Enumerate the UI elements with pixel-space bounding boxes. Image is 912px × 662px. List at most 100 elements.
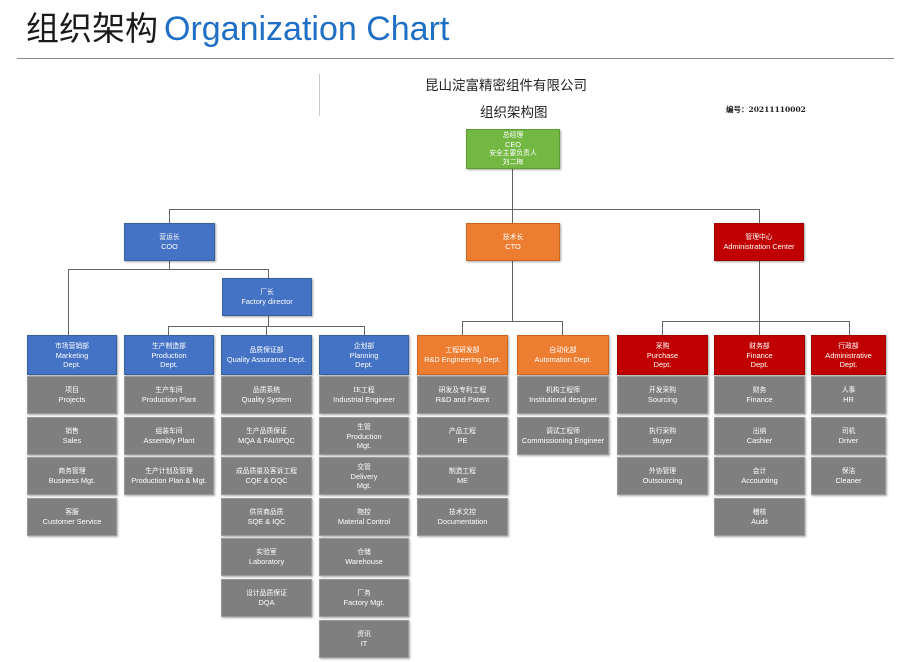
factory-director-box: 厂长 Factory director (222, 278, 312, 316)
sub-unit-name-cn: 会计 (752, 467, 767, 475)
sub-unit-name-cn: 生产车间 (155, 386, 183, 394)
connector-line (759, 209, 760, 223)
connector-line (759, 321, 760, 335)
sub-unit-name-en: Quality System (241, 395, 292, 404)
department-name-cn: 采购 (655, 341, 670, 350)
ceo-role: 安全主要负责人 (489, 149, 537, 157)
connector-line (364, 326, 365, 335)
sub-unit-name-cn: 供货商品质 (249, 508, 284, 516)
sub-unit-name-en: Customer Service (42, 517, 102, 526)
connector-line (662, 321, 663, 335)
sub-unit-name-en: Projects (58, 395, 86, 404)
sub-unit-name-en: HR (843, 395, 854, 404)
sub-unit-name-cn: 制造工程 (448, 467, 477, 475)
sub-unit-name-en: Warehouse (345, 557, 383, 566)
sub-unit-name-en: MQA & FAI/IPQC (238, 436, 295, 445)
sub-unit-name-en: Factory Mgt. (343, 598, 385, 607)
sub-unit-name-en: Audit (751, 517, 768, 526)
sub-unit-name-en-line2: Mgt. (356, 480, 372, 490)
department-name-en: Finance (746, 350, 773, 360)
department-name-en: Automation Dept. (534, 355, 592, 364)
sub-unit-name-en: Material Control (337, 517, 391, 526)
sub-unit-name-en: Production (346, 431, 382, 441)
sub-unit-name-en: Documentation (437, 517, 488, 526)
connector-line (512, 261, 513, 321)
department-name-en: Production (151, 350, 187, 360)
department-name-cn: 财务部 (749, 341, 770, 350)
connector-line (169, 209, 760, 210)
sub-unit-name-en: ME (456, 476, 469, 485)
sub-unit-name-cn: 仓储 (357, 548, 371, 556)
sub-unit-name-cn: 组装车间 (155, 427, 183, 435)
sub-unit-name-cn: 厂务 (357, 589, 371, 597)
sub-unit-name-cn: 设计品质保证 (246, 589, 287, 597)
company-name: 昆山淀富精密组件有限公司 (425, 78, 587, 94)
sub-unit-name-en: R&D and Patent (435, 395, 490, 404)
department-name-en: Marketing (55, 350, 89, 360)
sub-unit-name-cn: 机构工程师 (546, 386, 580, 394)
connector-line (759, 261, 760, 321)
sub-unit-name-en: SQE & IQC (247, 517, 286, 526)
department-name-en: R&D Engineering Dept. (424, 355, 501, 364)
sub-unit-name-en: Laboratory (248, 557, 285, 566)
department-name-en-line2: Dept. (160, 359, 178, 369)
department-name-cn: 工程研发部 (445, 346, 480, 354)
sub-unit-name-cn: 生管 (357, 422, 371, 431)
department-name-cn: 品质保证部 (249, 346, 284, 354)
ceo-box: 总经理 CEO 安全主要负责人 刘二梅 (466, 129, 560, 169)
sub-unit-name-cn: 商务管理 (58, 467, 86, 475)
sub-unit-name-cn: 客服 (65, 508, 79, 516)
department-name-en-line2: Dept. (750, 359, 769, 369)
sub-unit-name-cn: 保洁 (841, 467, 856, 475)
coo-title-en: COO (161, 242, 178, 251)
factory-director-title-cn: 厂长 (260, 288, 274, 296)
connector-line (512, 209, 513, 223)
sub-unit-name-en: Delivery (350, 471, 378, 481)
connector-line (512, 169, 513, 209)
sub-unit-name-cn: 出纳 (752, 427, 767, 435)
chart-name: 组织架构图 (480, 105, 548, 121)
department-name-cn: 企划部 (353, 341, 375, 350)
sub-unit-name-cn: 财务 (752, 386, 767, 394)
cto-box: 技术长 CTO (466, 223, 560, 261)
sub-unit-name-en: Institutional designer (529, 395, 597, 404)
ceo-title-en: CEO (504, 140, 521, 149)
sub-unit-name-en: Commissioning Engineer (521, 436, 605, 445)
connector-line (849, 321, 850, 335)
department-name-en-line2: Dept. (653, 359, 672, 369)
sub-unit-name-en: CQE & OQC (245, 476, 288, 485)
coo-box: 营运长 COO (124, 223, 215, 261)
factory-director-title-en: Factory director (241, 297, 293, 306)
sub-unit-name-cn: 交管 (357, 462, 371, 471)
coo-title-cn: 营运长 (159, 233, 180, 241)
sub-unit-name-en: Accounting (741, 476, 778, 485)
connector-line (68, 269, 269, 270)
connector-line (169, 209, 170, 223)
title-divider (17, 58, 894, 59)
sub-unit-name-en: Industrial Engineer (333, 395, 395, 404)
sub-unit-name-en: Production Plan & Mgt. (131, 476, 207, 485)
sub-unit-name-en-line2: Mgt. (356, 440, 372, 450)
